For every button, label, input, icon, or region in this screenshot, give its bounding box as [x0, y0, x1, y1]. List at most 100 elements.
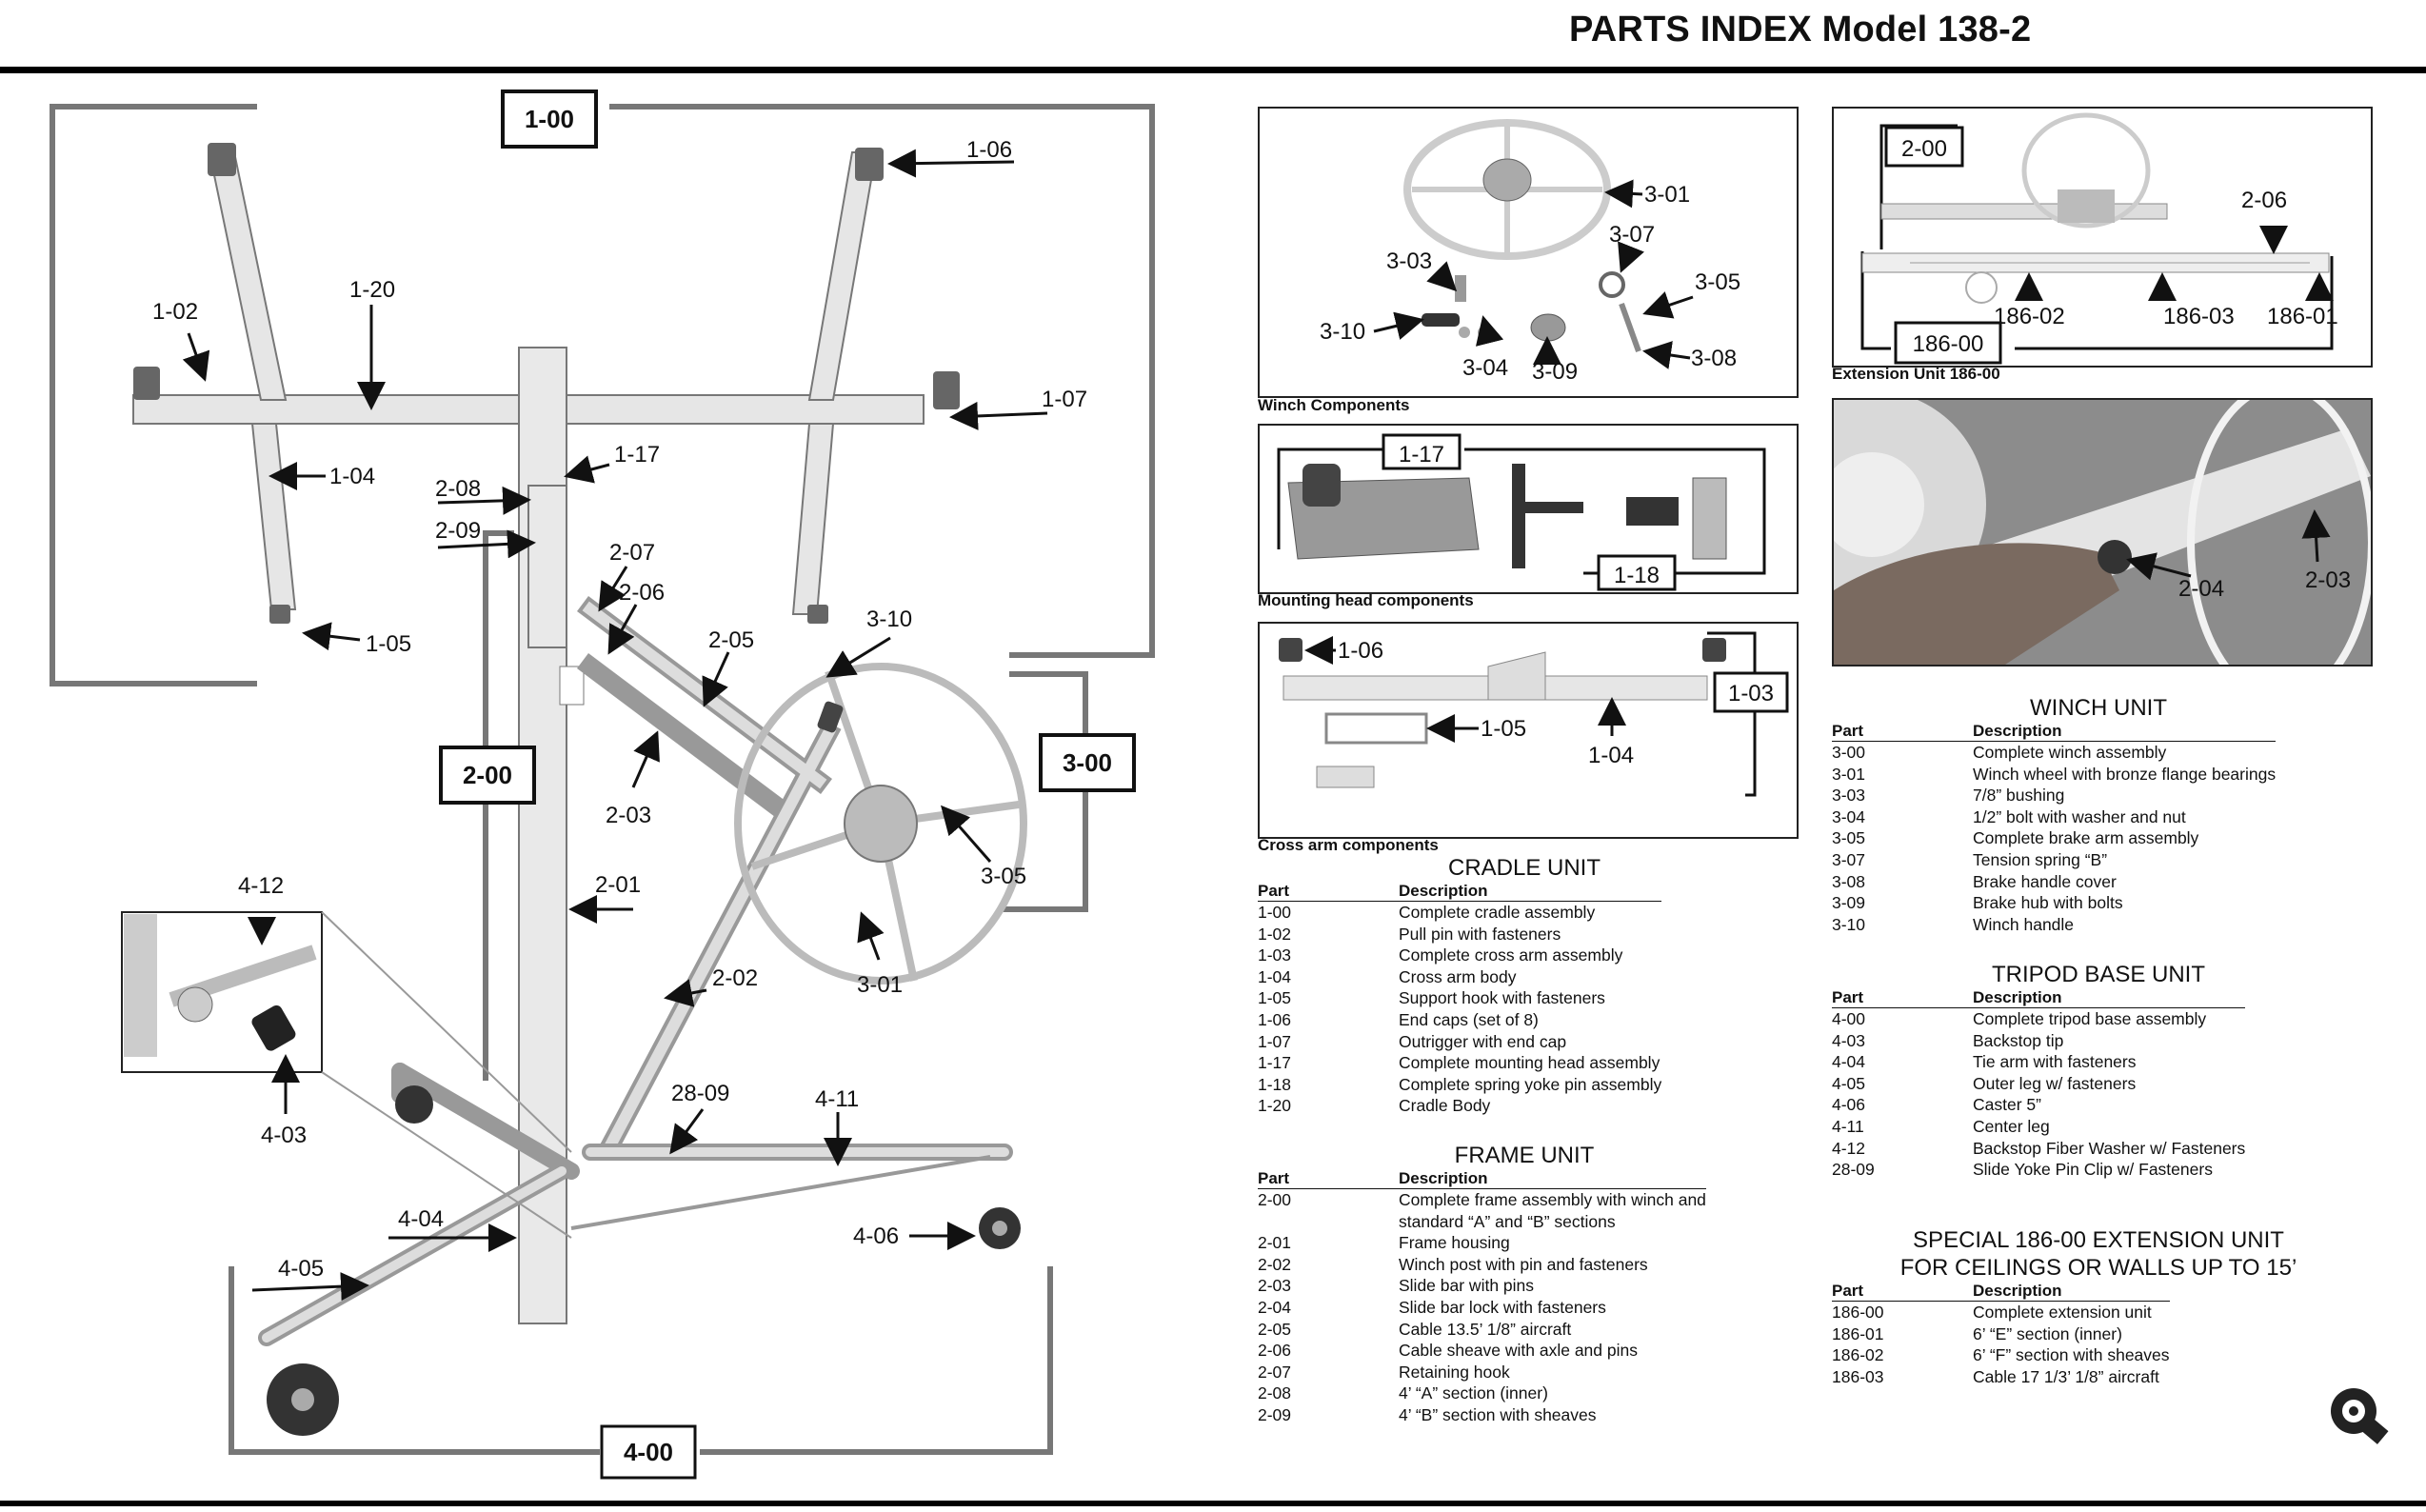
col-header-description: Description: [1973, 722, 2277, 742]
caster-wheels: [267, 1085, 1021, 1436]
part-number-cell: 186-01: [1832, 1323, 1884, 1343]
table-row: 2-07 Retaining hook: [1258, 1362, 1706, 1383]
col-header-part: Part: [1258, 882, 1399, 902]
part-number-cell: 2-03: [1258, 1276, 1292, 1296]
part-number-cell: 1-02: [1258, 924, 1292, 944]
part-number-cell: 4-12: [1832, 1138, 1866, 1158]
svg-text:2-00: 2-00: [1901, 136, 1947, 162]
part-number-cell: 3-10: [1832, 914, 1866, 934]
part-description-cell: End caps (set of 8): [1399, 1009, 1539, 1029]
svg-text:2-06: 2-06: [2241, 188, 2287, 213]
svg-text:2-02: 2-02: [712, 965, 758, 991]
group-box-1-00: 1-00: [501, 90, 598, 149]
part-description-cell: Complete tripod base assembly: [1973, 1009, 2207, 1028]
svg-text:3-07: 3-07: [1609, 222, 1655, 248]
svg-text:1-02: 1-02: [152, 299, 198, 325]
part-number-cell: 4-11: [1832, 1116, 1864, 1136]
frame-label-plate: [559, 666, 585, 706]
winch-components-drawing: 3-01 3-03 3-07 3-05 3-10 3-04 3-09 3-08: [1320, 119, 1740, 385]
svg-text:1-06: 1-06: [1338, 638, 1383, 664]
part-number-cell: 186-02: [1832, 1345, 1884, 1365]
mounting-head-caption: Mounting head components: [1258, 591, 1474, 609]
svg-text:186-01: 186-01: [2267, 304, 2338, 329]
mounting-head-panel: 1-17 1-18: [1258, 424, 1799, 594]
svg-text:2-06: 2-06: [619, 580, 665, 606]
group-brackets: [50, 104, 1155, 1455]
part-description-cell: Complete brake arm assembly: [1973, 828, 2199, 848]
part-number-cell: 2-06: [1258, 1341, 1292, 1361]
part-number-cell: [1258, 1211, 1399, 1233]
group-box-2-00: 2-00: [439, 746, 536, 805]
part-number-cell: 2-02: [1258, 1254, 1292, 1274]
part-description-cell: Brake hub with bolts: [1973, 893, 2123, 913]
header-rule: [0, 67, 2426, 73]
svg-text:1-18: 1-18: [1614, 563, 1660, 588]
svg-text:2-04: 2-04: [2178, 576, 2224, 602]
special-extension-title-line2: FOR CEILINGS OR WALLS UP TO 15’: [1899, 1255, 2297, 1281]
svg-text:1-05: 1-05: [1481, 716, 1526, 742]
cross-arm-panel: 1-06 1-05 1-04 1-03: [1258, 622, 1799, 839]
part-number-cell: 1-04: [1258, 966, 1292, 986]
part-description-cell: Tension spring “B”: [1973, 849, 2108, 869]
cross-arm-caption: Cross arm components: [1258, 836, 1439, 854]
svg-text:3-03: 3-03: [1386, 249, 1432, 274]
brand-logo-icon: [2331, 1388, 2389, 1444]
part-description-cell: 1/2” bolt with washer and nut: [1973, 806, 2186, 826]
col-header-description: Description: [1399, 882, 1662, 902]
svg-text:2-01: 2-01: [595, 872, 641, 898]
svg-text:2-07: 2-07: [609, 540, 655, 566]
mounting-head-drawing: 1-17 1-18: [1277, 433, 1766, 591]
callout-labels: 1-06 1-20 1-02 1-07 1-04 1-17 2-08 2-09 …: [152, 137, 1087, 1282]
svg-text:186-00: 186-00: [1913, 331, 1984, 357]
part-description-cell: Tie arm with fasteners: [1973, 1052, 2137, 1072]
drywall-lift-assembly-diagram: 1-00 2-00 3-00 4-00: [50, 90, 1155, 1480]
svg-text:1-00: 1-00: [525, 105, 574, 133]
slide-bar-lock-detail-panel: 2-04 2-03: [1832, 398, 2373, 666]
svg-text:1-03: 1-03: [1728, 681, 1774, 706]
svg-text:1-06: 1-06: [966, 137, 1012, 163]
winch-components-caption: Winch Components: [1258, 396, 1410, 414]
part-description-cell: Slide bar lock with fasteners: [1399, 1297, 1606, 1317]
part-number-cell: 2-07: [1258, 1362, 1292, 1382]
svg-text:1-05: 1-05: [366, 631, 411, 657]
part-description-cell: Complete mounting head assembly: [1399, 1053, 1660, 1073]
part-description-cell: Cross arm body: [1399, 966, 1517, 986]
part-description-cell: 4’ “B” section with sheaves: [1399, 1404, 1597, 1424]
part-number-cell: 2-05: [1258, 1319, 1292, 1339]
cross-arm-drawing: 1-06 1-05 1-04 1-03: [1279, 631, 1789, 797]
part-number-cell: 3-03: [1832, 786, 1866, 806]
col-header-part: Part: [1832, 1282, 1973, 1302]
part-number-cell: 186-03: [1832, 1366, 1884, 1386]
part-number-cell: 4-06: [1832, 1095, 1866, 1115]
col-header-description: Description: [1399, 1169, 1706, 1189]
part-description-cell: Retaining hook: [1399, 1362, 1510, 1382]
part-description-cell: 7/8” bushing: [1973, 786, 2065, 806]
table-row: 3-03 7/8” bushing: [1832, 785, 2276, 806]
part-description-cell: Brake handle cover: [1973, 871, 2117, 891]
part-description-cell: 6’ “E” section (inner): [1973, 1323, 2122, 1343]
svg-text:4-12: 4-12: [238, 873, 284, 899]
table-row: standard “A” and “B” sections: [1258, 1211, 1706, 1233]
slide-bar-lock-detail-drawing: 2-04 2-03: [1834, 400, 2371, 665]
svg-text:2-03: 2-03: [2305, 567, 2351, 593]
